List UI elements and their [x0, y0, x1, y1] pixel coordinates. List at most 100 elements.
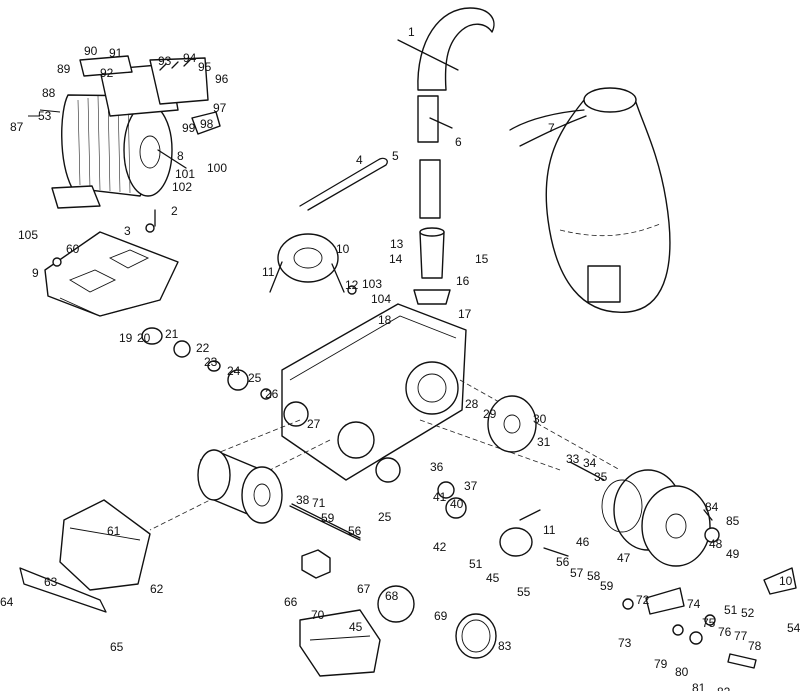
part-label-l85: 85 — [726, 514, 740, 528]
part-label-l84: 84 — [705, 500, 719, 514]
part-label-l49: 49 — [726, 547, 740, 561]
part-label-l90: 90 — [84, 44, 98, 58]
part-label-l34: 34 — [583, 456, 597, 470]
part-label-l57: 57 — [570, 566, 584, 580]
part-label-l18: 18 — [378, 313, 392, 327]
part-label-l9: 9 — [32, 266, 39, 280]
part-label-l81: 81 — [692, 681, 706, 691]
part-label-l103: 103 — [362, 277, 382, 291]
fan-and-cover — [487, 395, 711, 567]
part-label-l22: 22 — [196, 341, 210, 355]
part-label-l59b: 59 — [600, 579, 614, 593]
part-label-l73: 73 — [618, 636, 632, 650]
part-label-l61: 61 — [107, 524, 121, 538]
part-label-l59a: 59 — [321, 511, 335, 525]
part-label-l23: 23 — [204, 355, 218, 369]
part-label-l38: 38 — [296, 493, 310, 507]
bottom-plate-and-handle — [19, 499, 151, 613]
part-label-l14: 14 — [389, 252, 403, 266]
part-label-l52: 52 — [741, 606, 755, 620]
part-label-l97: 97 — [213, 101, 227, 115]
part-label-l82: 82 — [717, 685, 731, 691]
part-label-l10b: 10 — [779, 574, 793, 588]
part-label-l91: 91 — [109, 46, 123, 60]
part-label-l55: 55 — [517, 585, 531, 599]
part-label-l41: 41 — [433, 490, 447, 504]
part-label-l45b: 45 — [349, 620, 363, 634]
part-label-l94: 94 — [183, 51, 197, 65]
part-label-l37: 37 — [464, 479, 478, 493]
part-label-l7: 7 — [548, 121, 555, 135]
part-label-l51a: 51 — [469, 557, 483, 571]
part-label-l53: 53 — [38, 109, 52, 123]
part-label-l12: 12 — [345, 278, 359, 292]
part-label-l16: 16 — [456, 274, 470, 288]
part-label-l101: 101 — [175, 167, 195, 181]
part-label-l102: 102 — [172, 180, 192, 194]
part-label-l4: 4 — [356, 153, 363, 167]
part-label-l33: 33 — [566, 452, 580, 466]
part-label-l21: 21 — [165, 327, 179, 341]
part-label-l19: 19 — [119, 331, 133, 345]
brush-head — [299, 585, 497, 677]
part-label-l20: 20 — [137, 331, 151, 345]
part-label-l60: 60 — [66, 242, 80, 256]
part-label-l100: 100 — [207, 161, 227, 175]
part-label-l66: 66 — [284, 595, 298, 609]
part-label-l56b: 56 — [556, 555, 570, 569]
part-label-l96: 96 — [215, 72, 229, 86]
part-label-l87: 87 — [10, 120, 24, 134]
roller-drum — [197, 449, 361, 541]
part-label-l45a: 45 — [486, 571, 500, 585]
part-label-l8: 8 — [177, 149, 184, 163]
part-label-l78: 78 — [748, 639, 762, 653]
part-label-l29: 29 — [483, 407, 497, 421]
part-label-l58: 58 — [587, 569, 601, 583]
dust-bag — [509, 87, 671, 313]
part-label-l95: 95 — [198, 60, 212, 74]
part-label-l92: 92 — [100, 66, 114, 80]
part-label-l26: 26 — [265, 387, 279, 401]
part-label-l89: 89 — [57, 62, 71, 76]
part-label-l17: 17 — [458, 307, 472, 321]
part-label-l62: 62 — [150, 582, 164, 596]
main-housing — [149, 303, 621, 531]
part-label-l25a: 25 — [248, 371, 262, 385]
part-label-l74: 74 — [687, 597, 701, 611]
shaft-and-gear — [291, 457, 467, 579]
part-label-l30: 30 — [533, 412, 547, 426]
part-label-l27: 27 — [307, 417, 321, 431]
bearing-parts-left — [141, 327, 272, 400]
belt-pulley — [269, 233, 357, 295]
part-label-l80: 80 — [675, 665, 689, 679]
part-label-l68: 68 — [385, 589, 399, 603]
part-label-l79: 79 — [654, 657, 668, 671]
part-label-l75: 75 — [702, 616, 716, 630]
part-label-l25b: 25 — [378, 510, 392, 524]
part-label-l76: 76 — [718, 625, 732, 639]
part-label-l67: 67 — [357, 582, 371, 596]
part-label-l2: 2 — [171, 204, 178, 218]
part-label-l46: 46 — [576, 535, 590, 549]
part-label-l1: 1 — [408, 25, 415, 39]
part-label-l15: 15 — [475, 252, 489, 266]
part-label-l40: 40 — [450, 497, 464, 511]
part-label-l88: 88 — [42, 86, 56, 100]
part-label-l5: 5 — [392, 149, 399, 163]
part-label-l3: 3 — [124, 224, 131, 238]
part-label-l51b: 51 — [724, 603, 738, 617]
part-label-l63: 63 — [44, 575, 58, 589]
motor-assembly — [28, 55, 221, 209]
part-label-l11b: 11 — [543, 523, 556, 537]
part-label-l104: 104 — [371, 292, 391, 306]
part-label-l54: 54 — [787, 621, 800, 635]
part-label-l6: 6 — [455, 135, 462, 149]
part-label-l48: 48 — [709, 537, 723, 551]
part-label-l105: 105 — [18, 228, 38, 242]
part-label-l36: 36 — [430, 460, 444, 474]
part-label-l47: 47 — [617, 551, 631, 565]
part-label-l77: 77 — [734, 629, 748, 643]
small-parts-right — [499, 509, 797, 669]
part-label-l11: 11 — [262, 265, 275, 279]
